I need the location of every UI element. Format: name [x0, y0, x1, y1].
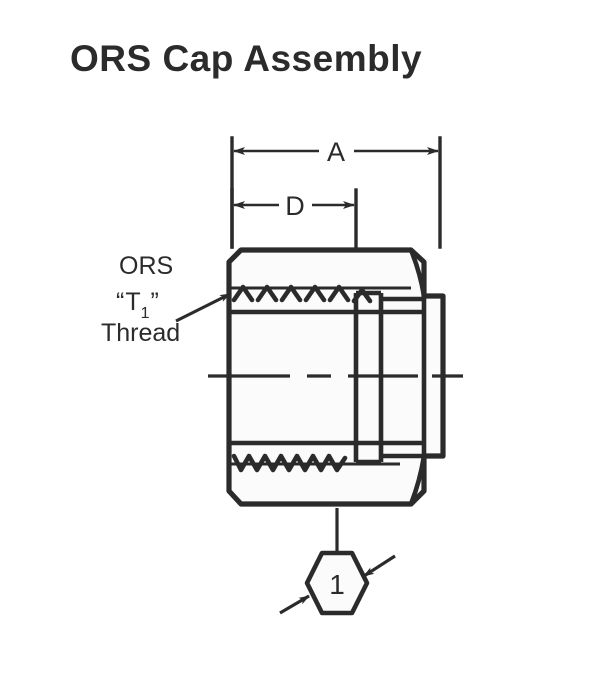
hexagon-balloon-icon — [304, 550, 370, 616]
thread-callout-line1: ORS — [119, 252, 173, 280]
item-balloon-arrow-upper-right — [363, 554, 396, 578]
item-balloon-arrow-lower-left — [279, 594, 310, 615]
thread-profile-top — [231, 284, 373, 304]
dimension-a-label: A — [327, 137, 345, 167]
thread-callout-leader — [175, 292, 231, 323]
thread-callout-close-quote: ” — [151, 288, 159, 316]
page-title: ORS Cap Assembly — [70, 38, 423, 79]
thread-callout-line3: Thread — [101, 319, 180, 347]
end-taper-bottom — [408, 455, 427, 505]
thread-callout-line2: “T1” — [116, 288, 159, 322]
dimension-d-label: D — [285, 191, 305, 221]
thread-callout-open-quote: “ — [116, 288, 124, 316]
dimension-a: A — [230, 136, 442, 249]
item-balloon-number: 1 — [329, 569, 345, 600]
thread-callout-subscript: 1 — [141, 305, 150, 322]
thread-profile-bottom — [231, 453, 348, 473]
dimension-d: D — [230, 188, 358, 249]
cap-body — [226, 247, 446, 507]
item-balloon: 1 — [279, 508, 396, 616]
thread-callout-symbol: T — [125, 288, 140, 316]
thread-callout: ORS “T1” Thread — [101, 252, 231, 347]
end-taper-top — [408, 249, 427, 297]
